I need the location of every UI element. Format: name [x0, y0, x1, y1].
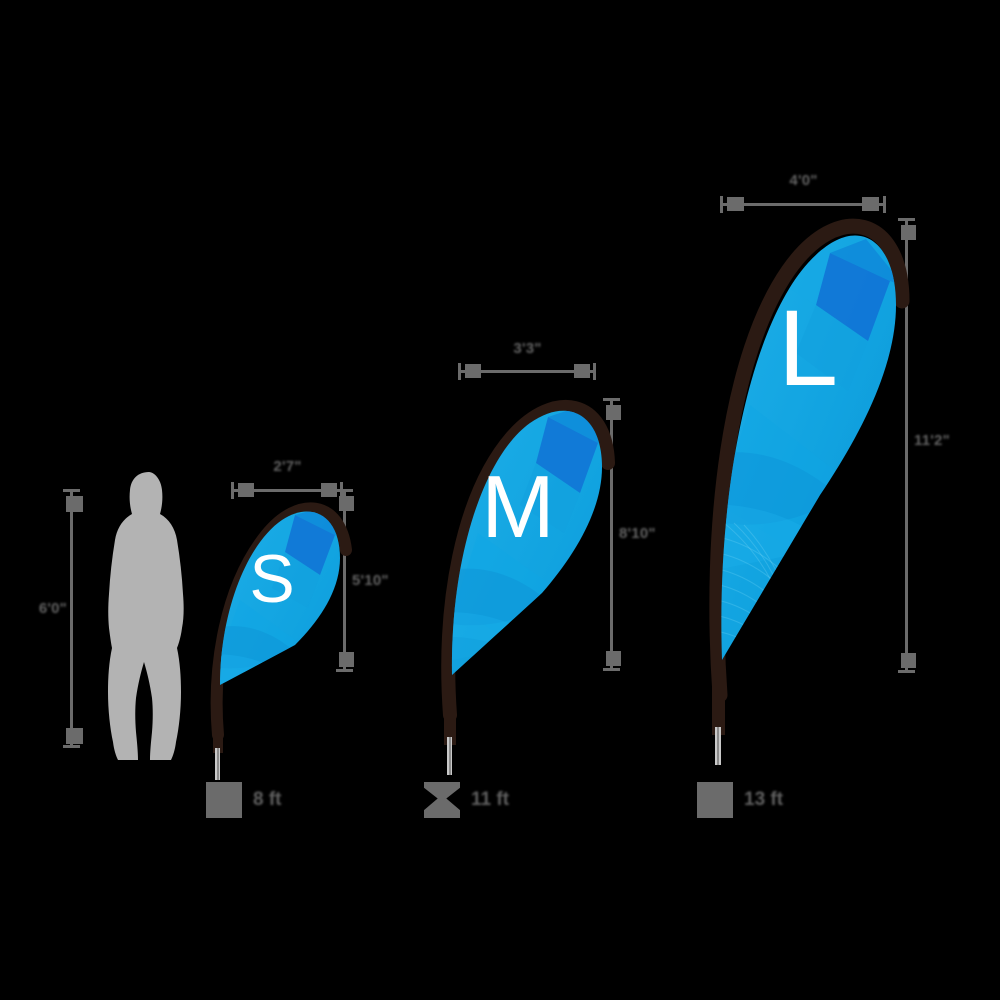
flag-size-icon	[424, 782, 460, 818]
legend-item-large[interactable]: 13 ft	[697, 782, 783, 818]
large-width-arrow-left	[727, 197, 744, 211]
person-dim-line	[70, 491, 73, 747]
small-width-arrow-right	[321, 483, 337, 497]
small-height-tick-bottom	[339, 652, 354, 667]
medium-height-dim-line	[610, 400, 613, 670]
medium-width-dim-line	[459, 370, 596, 373]
medium-height-cap-top	[603, 398, 620, 401]
large-height-label: 11'2"	[914, 432, 950, 449]
large-height-cap-top	[898, 218, 915, 221]
large-width-cap-left	[720, 196, 723, 213]
small-height-dim-line	[343, 491, 346, 671]
flag-medium-letter: M	[481, 457, 554, 556]
medium-width-cap-right	[593, 363, 596, 380]
flag-size-icon	[206, 782, 242, 818]
medium-height-label: 8'10"	[619, 525, 656, 542]
large-width-label: 4'0"	[789, 172, 818, 189]
person-dim-tick-bottom	[66, 728, 83, 744]
legend-label-large: 13 ft	[744, 789, 784, 810]
small-width-dim-line	[232, 489, 343, 492]
flag-size-icon	[697, 782, 733, 818]
flag-small-graphic: S	[210, 502, 352, 780]
large-width-dim-line	[721, 203, 886, 206]
medium-width-cap-left	[458, 363, 461, 380]
legend-item-small[interactable]: 8 ft	[206, 782, 282, 818]
small-height-label: 5'10"	[352, 572, 389, 589]
legend-item-medium[interactable]: 11 ft	[424, 782, 509, 818]
small-width-arrow-left	[238, 483, 254, 497]
large-height-tick-top	[901, 225, 916, 240]
person-height-label: 6'0"	[38, 600, 67, 617]
medium-width-arrow-right	[574, 364, 590, 378]
flag-large-graphic: L	[709, 218, 910, 765]
large-height-tick-bottom	[901, 653, 916, 668]
small-width-label: 2'7"	[273, 458, 302, 475]
medium-height-tick-bottom	[606, 651, 621, 666]
small-width-cap-left	[231, 482, 234, 499]
human-silhouette-icon	[108, 472, 184, 760]
small-height-tick-top	[339, 496, 354, 511]
legend-label-medium: 11 ft	[471, 789, 510, 810]
flag-large-letter: L	[778, 287, 838, 408]
small-height-cap-top	[336, 489, 353, 492]
small-height-cap-bottom	[336, 669, 353, 672]
large-height-dim-line	[905, 220, 908, 672]
legend-label-small: 8 ft	[253, 789, 282, 810]
person-dim-tick-top	[66, 496, 83, 512]
flag-medium-graphic: M	[441, 399, 615, 775]
medium-width-arrow-left	[465, 364, 481, 378]
large-width-arrow-right	[862, 197, 879, 211]
large-height-cap-bottom	[898, 670, 915, 673]
person-dim-cap-top	[63, 489, 80, 492]
large-width-cap-right	[883, 196, 886, 213]
medium-height-tick-top	[606, 405, 621, 420]
flag-small-letter: S	[249, 541, 294, 617]
person-dim-cap-bottom	[63, 745, 80, 748]
medium-height-cap-bottom	[603, 668, 620, 671]
medium-width-label: 3'3"	[513, 340, 542, 357]
